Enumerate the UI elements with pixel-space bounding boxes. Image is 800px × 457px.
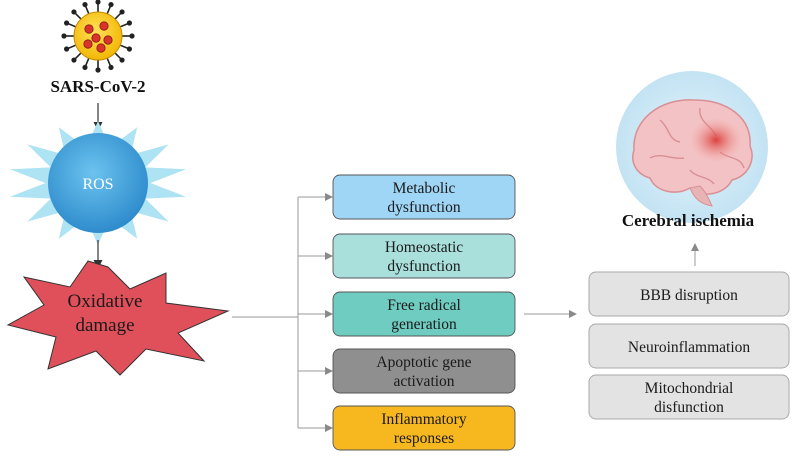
effect-label-line2: generation xyxy=(391,316,457,333)
oxidative-damage-burst: Oxidative damage xyxy=(6,260,230,376)
outcome-box-2: Neuroinflammation xyxy=(588,323,790,369)
effect-box-4: Apoptotic gene activation xyxy=(332,348,516,394)
outcome-label-line1: BBB disruption xyxy=(640,287,738,304)
effect-label-line2: activation xyxy=(393,373,454,390)
outcome-label-line1: Mitochondrial xyxy=(645,380,734,397)
effect-label-line1: Metabolic xyxy=(393,180,456,197)
outcome-label-line2: disfunction xyxy=(654,399,724,416)
effect-box-1: Metabolic dysfunction xyxy=(332,174,516,220)
effect-box-3: Free radical generation xyxy=(332,291,516,337)
outcome-label-line1: Neuroinflammation xyxy=(628,339,750,356)
outcome-box-1: BBB disruption xyxy=(588,271,790,317)
effect-label-line1: Inflammatory xyxy=(381,411,466,428)
oxidative-label-line1: Oxidative xyxy=(68,291,143,312)
ros-circle xyxy=(48,133,148,233)
outcome-box-3: Mitochondrial disfunction xyxy=(588,374,790,420)
effect-label-line2: responses xyxy=(394,430,454,447)
effect-box-5: Inflammatory responses xyxy=(332,405,516,451)
result-label: Cerebral ischemia xyxy=(622,211,755,230)
effect-label-line1: Free radical xyxy=(387,297,461,314)
effect-box-2: Homeostatic dysfunction xyxy=(332,233,516,279)
oxidative-label-line2: damage xyxy=(75,315,134,336)
virus-label: SARS-CoV-2 xyxy=(50,77,145,96)
effect-label-line2: dysfunction xyxy=(387,199,460,216)
coronavirus-icon xyxy=(61,0,135,73)
ros-label: ROS xyxy=(82,176,113,193)
effect-label-line2: dysfunction xyxy=(387,258,460,275)
effect-label-line1: Homeostatic xyxy=(385,239,463,256)
brain-icon xyxy=(616,71,768,223)
ros-burst: ROS xyxy=(10,121,186,245)
effect-label-line1: Apoptotic gene xyxy=(376,354,471,371)
